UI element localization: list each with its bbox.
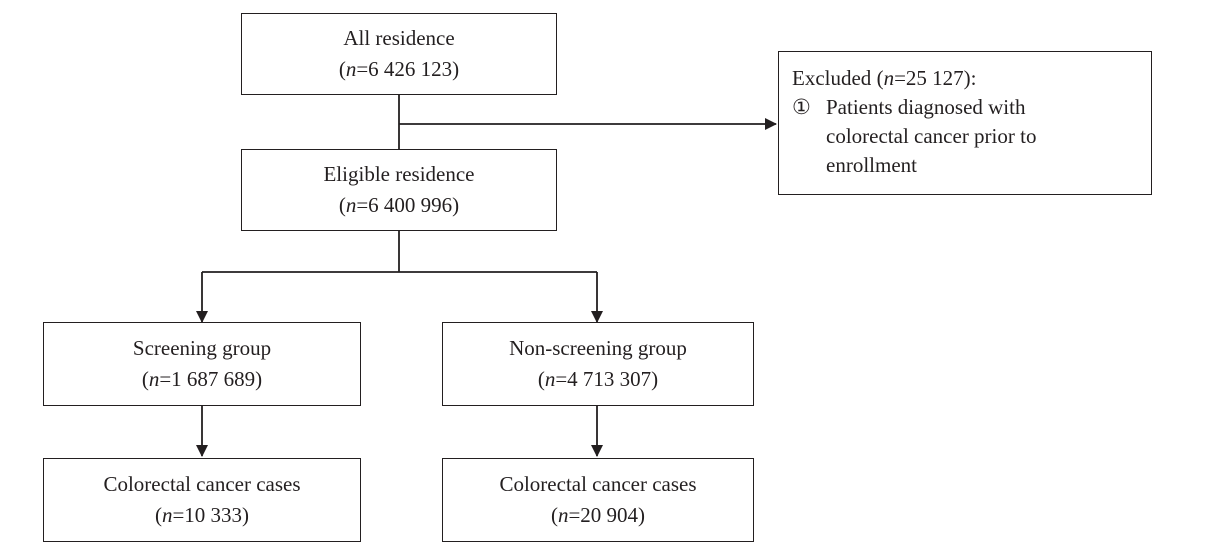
excluded-reason-item: ① Patients diagnosed with colorectal can…: [792, 93, 1139, 180]
node-count: (n=6 426 123): [338, 57, 460, 81]
node-all-residence: All residence (n=6 426 123): [241, 13, 557, 95]
circled-one-marker: ①: [792, 95, 811, 119]
excluded-title-label: Excluded: [792, 66, 872, 90]
node-count: (n=6 400 996): [338, 193, 460, 217]
node-count-value: 4 713 307: [567, 367, 652, 391]
node-eligible-residence: Eligible residence (n=6 400 996): [241, 149, 557, 231]
node-excluded: Excluded (n=25 127): ① Patients diagnose…: [778, 51, 1152, 195]
node-count-value: 20 904: [580, 503, 639, 527]
node-screening-group: Screening group (n=1 687 689): [43, 322, 361, 406]
excluded-reason-line: enrollment: [826, 153, 917, 177]
node-count-value: 10 333: [184, 503, 243, 527]
node-label: Non-screening group: [509, 336, 687, 360]
node-label: Colorectal cancer cases: [499, 472, 697, 496]
excluded-title: Excluded (n=25 127):: [792, 66, 977, 90]
node-label: All residence: [343, 26, 455, 50]
excluded-count: 25 127: [905, 66, 964, 90]
node-label: Colorectal cancer cases: [103, 472, 301, 496]
excluded-reason-line: Patients diagnosed with: [826, 95, 1026, 119]
node-count: (n=4 713 307): [537, 367, 659, 391]
node-cases-non-screening: Colorectal cancer cases (n=20 904): [442, 458, 754, 542]
node-label: Screening group: [132, 336, 272, 360]
node-count: (n=10 333): [154, 503, 250, 527]
node-count-value: 1 687 689: [171, 367, 256, 391]
node-count-value: 6 400 996: [368, 193, 453, 217]
node-non-screening-group: Non-screening group (n=4 713 307): [442, 322, 754, 406]
node-cases-screening: Colorectal cancer cases (n=10 333): [43, 458, 361, 542]
excluded-reason-line: colorectal cancer prior to: [826, 124, 1037, 148]
node-label: Eligible residence: [323, 162, 475, 186]
node-count-value: 6 426 123: [368, 57, 453, 81]
node-count: (n=1 687 689): [141, 367, 263, 391]
node-count: (n=20 904): [550, 503, 646, 527]
